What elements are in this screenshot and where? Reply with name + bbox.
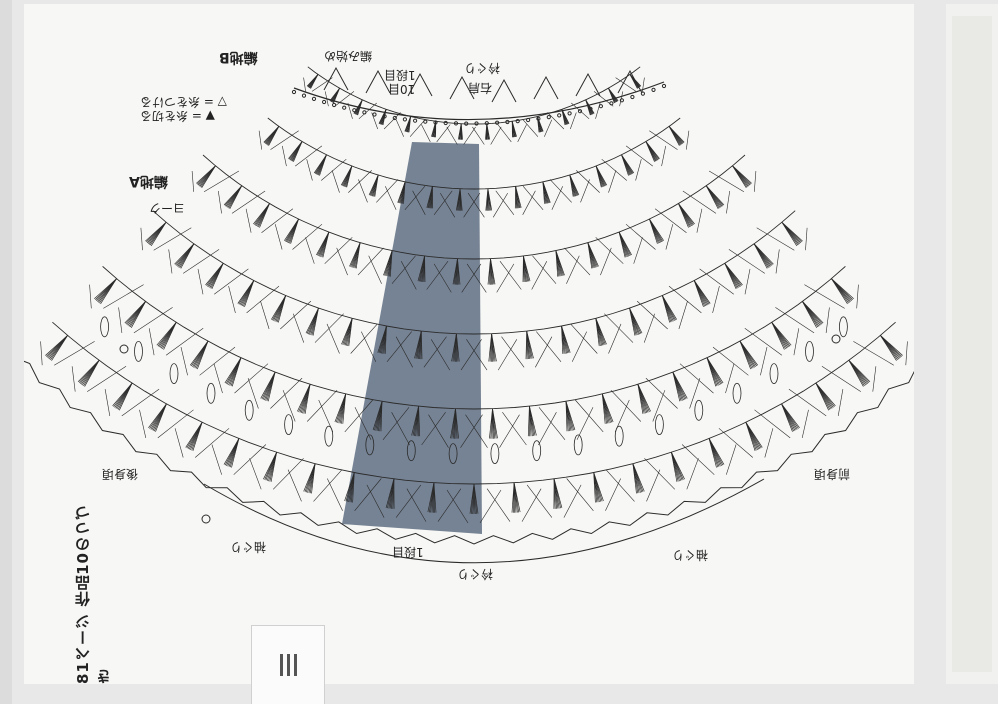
label-yoke: ヨーク (149, 201, 186, 215)
label-neckline-bottom: 衿ぐり (457, 567, 494, 581)
legend-cut-yarn: ▼ = 糸を切る (140, 109, 215, 123)
grid-bars-icon (279, 654, 297, 676)
diagram-stitch-lines (24, 66, 914, 564)
label-back-body: 後身頃 (102, 467, 139, 481)
label-armhole-left: 袖ぐり (230, 540, 267, 554)
label-neckline-top: 衿ぐり (464, 61, 501, 75)
label-ten-stitches: 10目 (388, 82, 416, 96)
next-slide-strip (952, 16, 992, 672)
label-first-row-bottom: 1段目 (392, 545, 424, 559)
gallery-toggle-button[interactable] (251, 625, 325, 704)
viewer-left-edge (0, 0, 12, 704)
highlighted-pattern-repeat (342, 142, 482, 534)
label-front-body: 前身頃 (814, 467, 851, 481)
label-armhole-right: 袖ぐり (672, 548, 709, 562)
label-start: 編み始め (324, 49, 373, 63)
next-slide-preview[interactable] (946, 4, 998, 684)
page-caption: 81ページ 作品10のつづき (74, 504, 113, 684)
crochet-diagram (24, 66, 914, 564)
label-fabric-a: 編地A (129, 173, 168, 189)
label-fabric-b: 編地B (219, 49, 258, 65)
label-shoulder: 右肩 (468, 81, 493, 95)
diagram-slide: 編地B 編地A ヨーク 衿ぐり 1段目 10目 編み始め 右肩 ▽ = 糸をつけ… (24, 4, 914, 684)
